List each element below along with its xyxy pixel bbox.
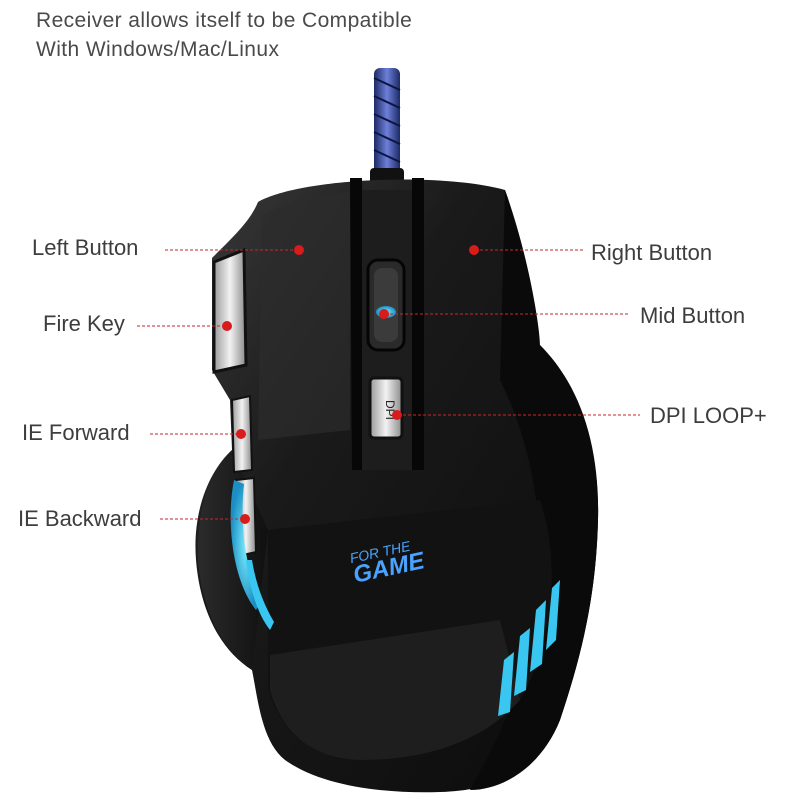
dot-right-button	[469, 245, 479, 255]
dot-dpi-loop	[392, 410, 402, 420]
dot-ie-backward	[240, 514, 250, 524]
callout-lines	[137, 245, 640, 524]
led-glow-accents	[230, 480, 560, 716]
label-mid-button: Mid Button	[640, 303, 746, 328]
label-fire-key: Fire Key	[43, 311, 125, 336]
dot-fire-key	[222, 321, 232, 331]
label-dpi-loop: DPI LOOP+	[650, 403, 767, 428]
dot-left-button	[294, 245, 304, 255]
dot-ie-forward	[236, 429, 246, 439]
dpi-button: DPI	[368, 376, 404, 440]
scroll-wheel	[366, 258, 406, 352]
header-line-1: Receiver allows itself to be Compatible	[36, 9, 413, 32]
label-ie-forward: IE Forward	[22, 420, 130, 445]
label-left-button: Left Button	[32, 235, 139, 260]
header-line-2: With Windows/Mac/Linux	[36, 38, 280, 61]
dot-mid-button	[379, 309, 389, 319]
label-ie-backward: IE Backward	[18, 506, 142, 531]
cable	[370, 68, 404, 196]
label-right-button: Right Button	[591, 240, 713, 265]
